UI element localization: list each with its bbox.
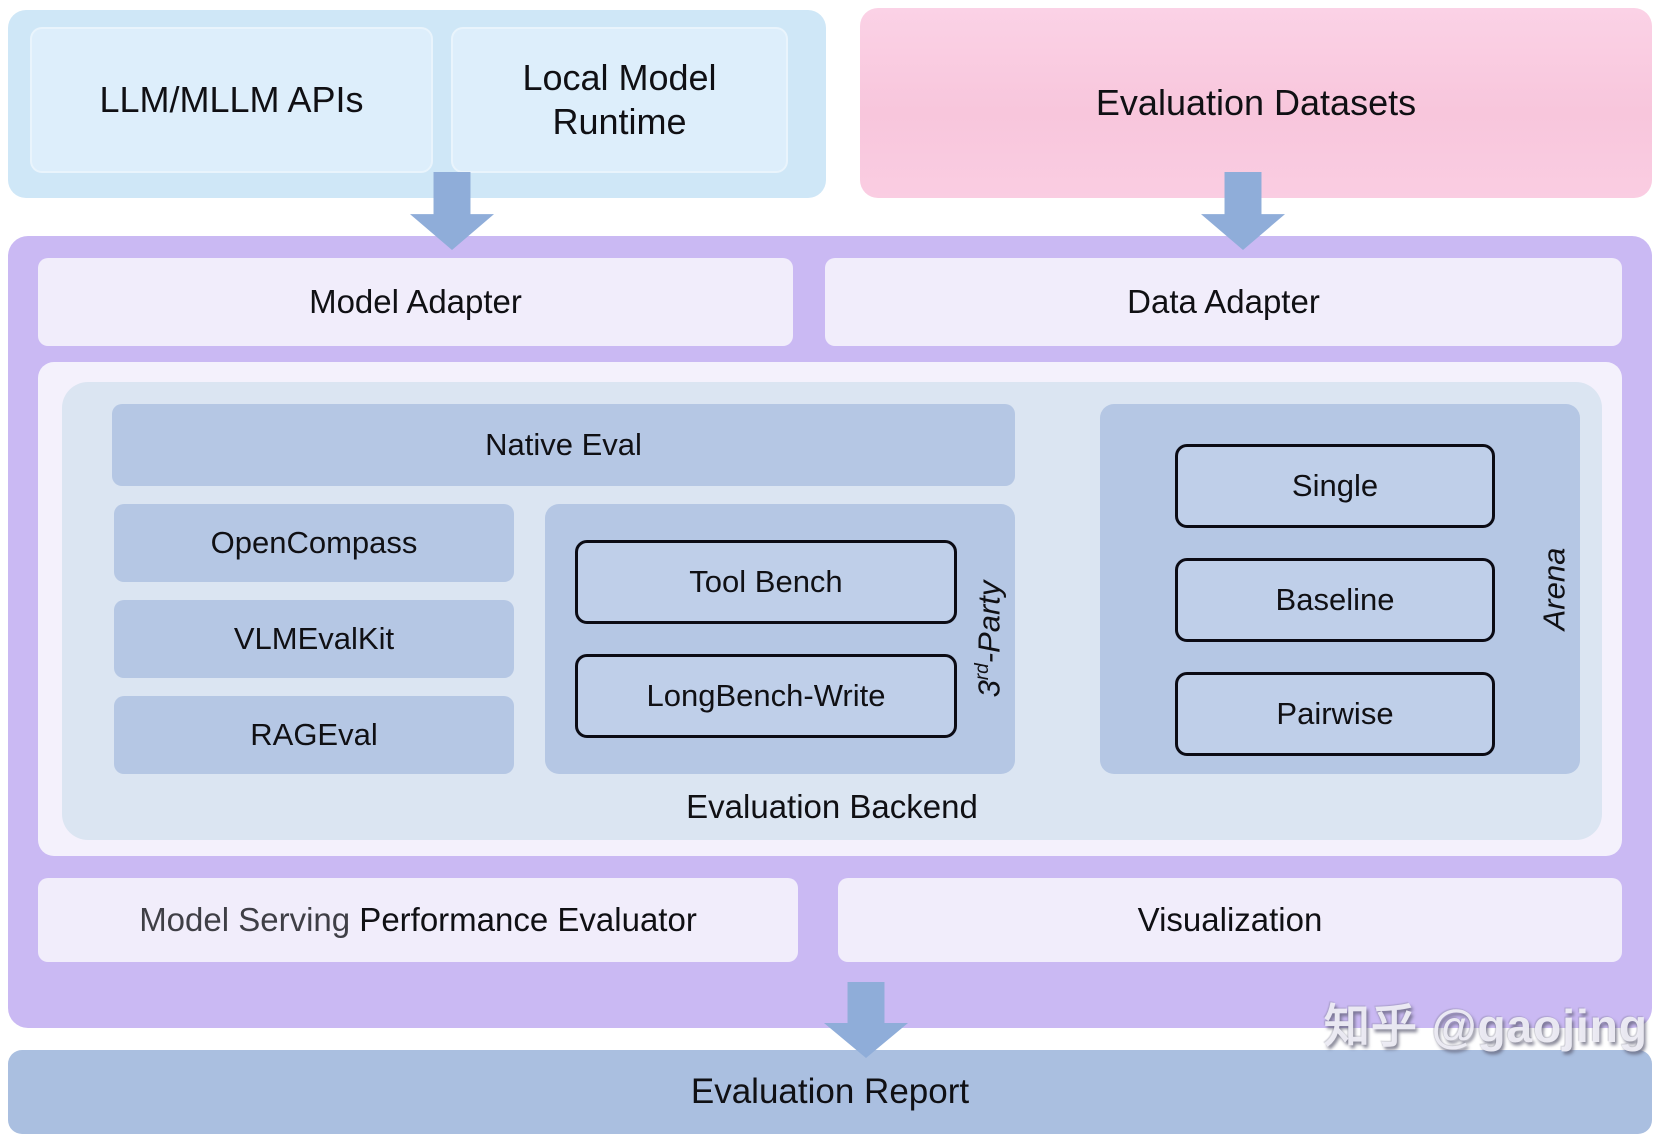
visualization-label: Visualization [1137, 901, 1323, 938]
rageval-label: RAGEval [250, 717, 378, 752]
tool-bench-label: Tool Bench [689, 564, 843, 599]
single-label: Single [1291, 468, 1379, 503]
arena-vertical-label: Arena [1536, 547, 1572, 631]
evaluation-datasets-box: Evaluation Datasets [860, 8, 1652, 198]
third-party-panel: Tool Bench LongBench-Write 3rd-Party [545, 504, 1015, 774]
arena-panel: Single Baseline Pairwise Arena [1100, 404, 1580, 774]
data-adapter-box: Data Adapter [825, 258, 1622, 346]
llm-apis-label: LLM/MLLM APIs [99, 79, 364, 121]
llm-apis-box: LLM/MLLM APIs [30, 27, 433, 173]
evaluation-backend-container: Native Eval OpenCompass VLMEvalKit RAGEv… [62, 382, 1602, 840]
pairwise-box: Pairwise [1175, 672, 1495, 756]
evaluation-backend-title: Evaluation Backend [686, 788, 978, 825]
model-serving-performance-evaluator-label: Model Serving Performance Evaluator [139, 901, 697, 938]
model-adapter-box: Model Adapter [38, 258, 793, 346]
single-box: Single [1175, 444, 1495, 528]
longbench-write-label: LongBench-Write [646, 678, 886, 713]
opencompass-label: OpenCompass [210, 525, 418, 560]
evaluation-datasets-label: Evaluation Datasets [1095, 82, 1417, 123]
rageval-box: RAGEval [114, 696, 514, 774]
visualization-box: Visualization [838, 878, 1622, 962]
longbench-write-box: LongBench-Write [575, 654, 957, 738]
local-model-runtime-box: Local Model Runtime [451, 27, 788, 173]
watermark: 知乎 @gaojing [1323, 1000, 1648, 1052]
tool-bench-box: Tool Bench [575, 540, 957, 624]
model-sources-container: LLM/MLLM APIs Local Model Runtime [8, 10, 826, 198]
local-model-runtime-label: Local Model Runtime [522, 57, 717, 142]
backend-outer-container: Native Eval OpenCompass VLMEvalKit RAGEv… [38, 362, 1622, 856]
data-adapter-label: Data Adapter [1127, 283, 1320, 320]
native-eval-box: Native Eval [112, 404, 1015, 486]
model-serving-performance-evaluator-box: Model Serving Performance Evaluator [38, 878, 798, 962]
evaluation-report-box: Evaluation Report [8, 1050, 1652, 1134]
pairwise-label: Pairwise [1276, 696, 1394, 731]
third-party-vertical-label: 3rd-Party [971, 580, 1006, 698]
baseline-box: Baseline [1175, 558, 1495, 642]
model-adapter-label: Model Adapter [309, 283, 522, 320]
evaluation-report-label: Evaluation Report [690, 1072, 970, 1111]
baseline-label: Baseline [1275, 582, 1395, 617]
opencompass-box: OpenCompass [114, 504, 514, 582]
vlmevalkit-label: VLMEvalKit [233, 621, 395, 656]
native-eval-label: Native Eval [485, 427, 642, 462]
vlmevalkit-box: VLMEvalKit [114, 600, 514, 678]
framework-container: Model Adapter Data Adapter Native Eval O… [8, 236, 1652, 1028]
